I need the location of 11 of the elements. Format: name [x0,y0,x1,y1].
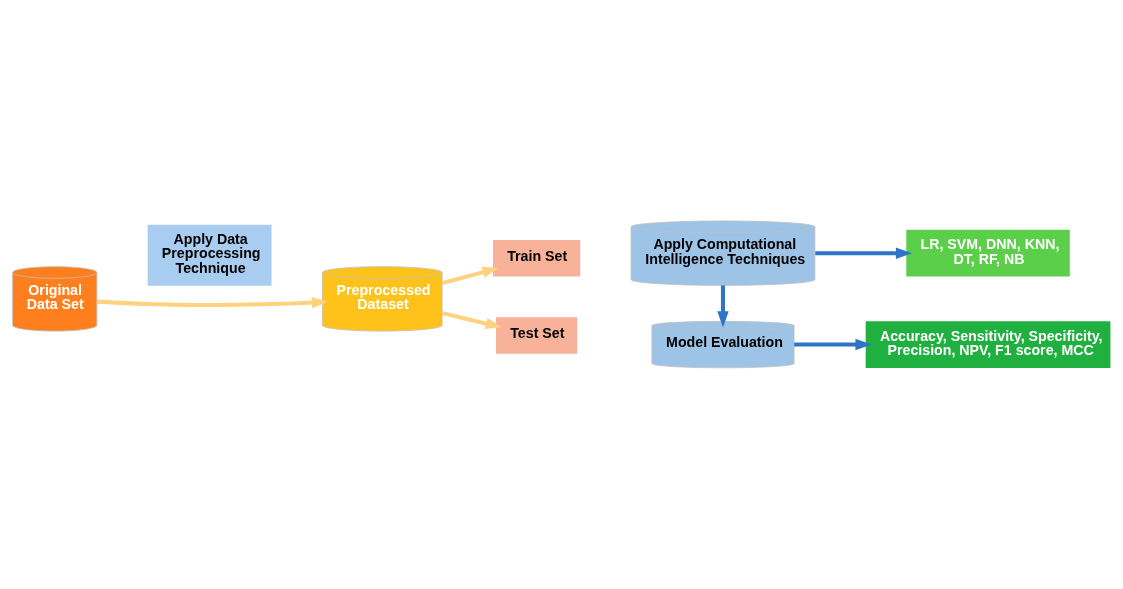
node-box: Test Set [496,317,578,354]
node-box: LR, SVM, DNN, KNN, DT, RF, NB [906,229,1070,277]
node-box: Train Set [492,239,581,277]
arrow [442,266,499,285]
node-box: Apply Data Preprocessing Technique [147,224,272,286]
arrow [96,296,329,309]
arrow [815,247,913,259]
arrow [442,311,502,330]
node-box: Accuracy, Sensitivity, Specificity, Precision, NPV, F1 score, MCC [865,321,1111,368]
arrow [717,285,729,328]
arrow [794,338,872,351]
